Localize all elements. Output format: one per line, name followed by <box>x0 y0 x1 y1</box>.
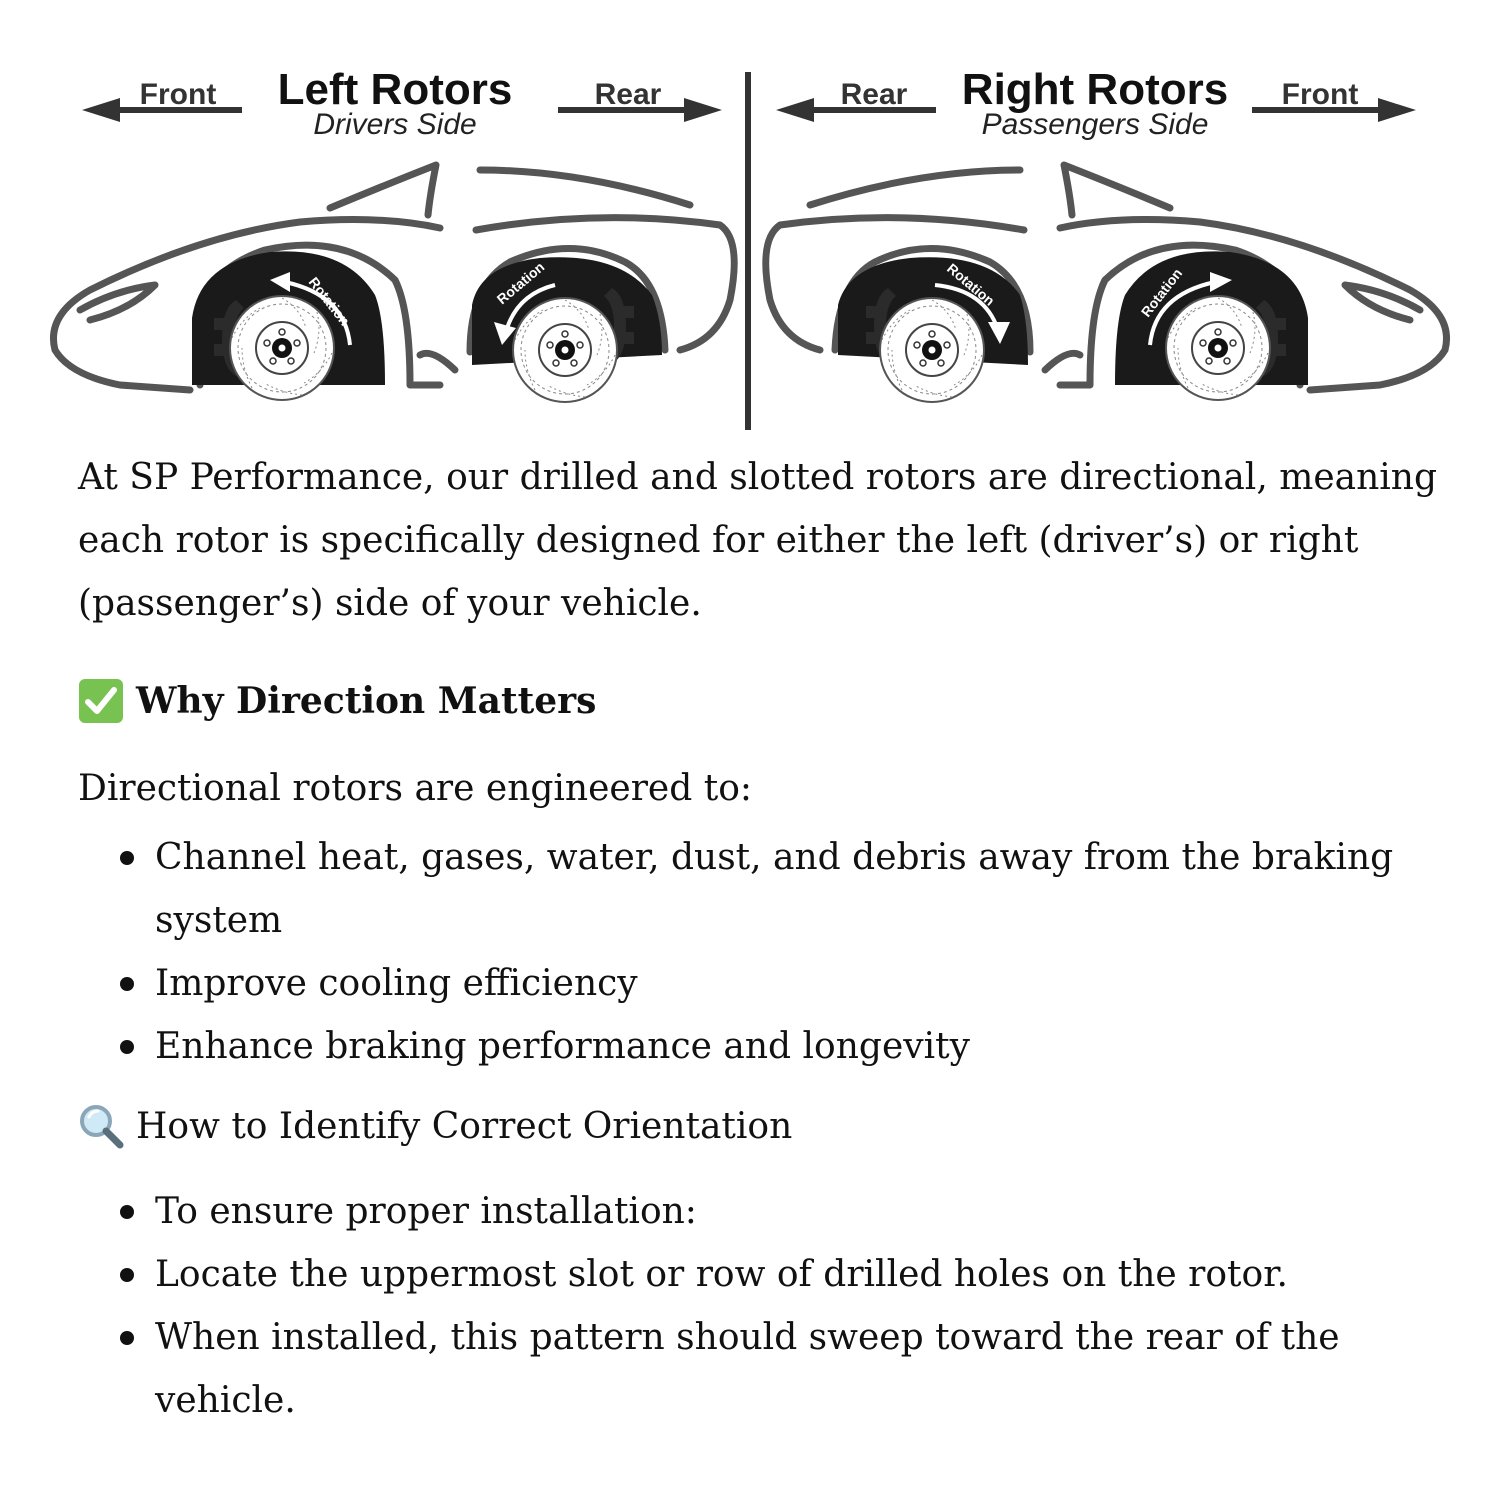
check-mark-box-icon <box>78 678 124 724</box>
rotor-orientation-diagram: Front Rear Left Rotors Drivers Side Rear… <box>50 65 1450 430</box>
left-rotors-subtitle: Drivers Side <box>313 108 476 141</box>
why-direction-matters-heading: Why Direction Matters <box>78 671 1438 731</box>
left-front-rotor <box>229 295 335 401</box>
arrow-rear-right-icon <box>558 98 722 122</box>
list-item: Locate the uppermost slot or row of dril… <box>78 1243 1438 1306</box>
list-item: To ensure proper installation: <box>78 1180 1438 1243</box>
section2-heading-text: How to Identify Correct Orientation <box>136 1105 793 1147</box>
magnifying-glass-icon <box>78 1103 124 1149</box>
right-arrow-rear-label: Rear <box>841 78 908 111</box>
intro-paragraph: At SP Performance, our drilled and slott… <box>78 457 1438 624</box>
arrow-rear-left-icon <box>776 98 936 122</box>
left-front-rotation-arrow-icon <box>284 280 352 346</box>
right-arrow-front-label: Front <box>1282 78 1359 111</box>
left-arrow-rear-label: Rear <box>595 78 662 111</box>
right-rotors-subtitle: Passengers Side <box>982 108 1209 141</box>
left-arrow-front-label: Front <box>140 78 217 111</box>
section1-list: Channel heat, gases, water, dust, and de… <box>78 826 1438 1078</box>
list-item: Channel heat, gases, water, dust, and de… <box>78 826 1438 952</box>
right-rear-rotor <box>879 297 985 403</box>
list-item: When installed, this pattern should swee… <box>78 1306 1438 1432</box>
section1-lead: Directional rotors are engineered to: <box>78 768 752 809</box>
right-front-rotor <box>1165 295 1271 401</box>
arrow-front-right-icon <box>1252 98 1416 122</box>
section2-list: To ensure proper installation: Locate th… <box>78 1180 1438 1432</box>
left-rear-rotor <box>512 297 618 403</box>
article-body: At SP Performance, our drilled and slott… <box>78 446 1438 1448</box>
right-rotors-title: Right Rotors <box>962 65 1228 114</box>
identify-orientation-heading: How to Identify Correct Orientation <box>78 1096 1438 1156</box>
right-front-rotation-arrow-icon <box>1148 280 1216 346</box>
list-item: Enhance braking performance and longevit… <box>78 1015 1438 1078</box>
list-item: Improve cooling efficiency <box>78 952 1438 1015</box>
arrow-front-left-icon <box>82 98 242 122</box>
section1-heading-text: Why Direction Matters <box>136 679 597 722</box>
left-rotors-title: Left Rotors <box>278 65 513 114</box>
